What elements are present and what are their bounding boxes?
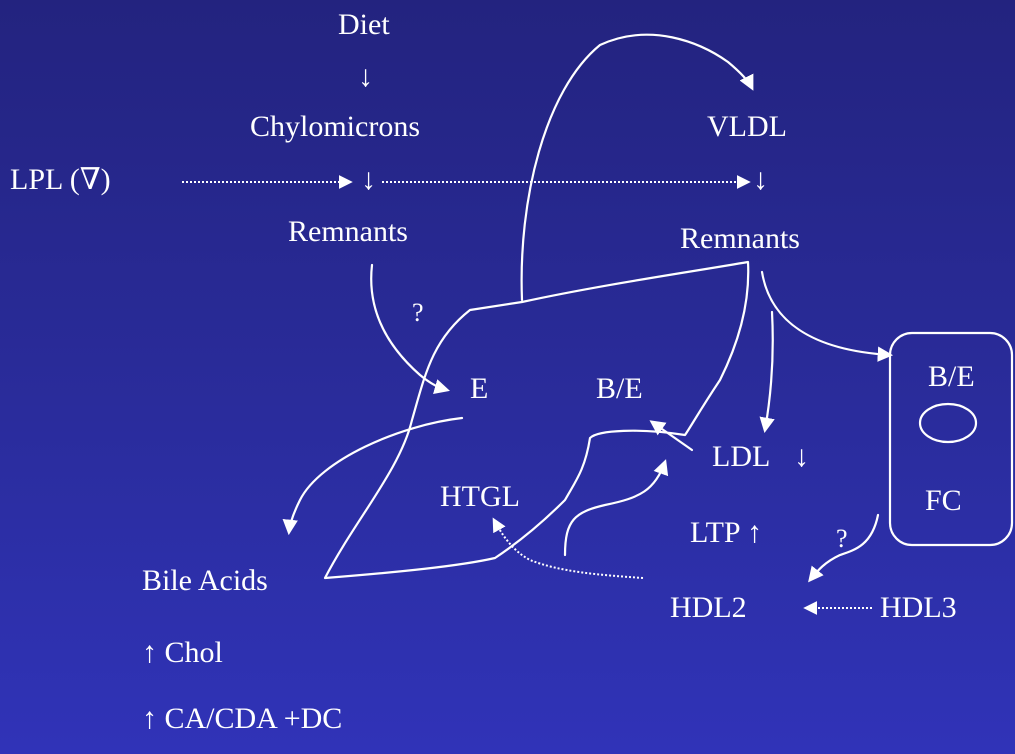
- cell-nucleus: [920, 404, 976, 442]
- arrow-remnants-to-ldl: [765, 312, 773, 430]
- ltp-label: LTP ↑: [690, 516, 762, 550]
- lpl-label: LPL (∇): [10, 163, 111, 197]
- remnants-left-label: Remnants: [288, 215, 408, 249]
- arrow-e-to-bile-acids: [289, 418, 462, 532]
- cell-fc-label: FC: [925, 484, 962, 518]
- vldl-label: VLDL: [707, 110, 787, 144]
- chol-label: ↑ Chol: [142, 636, 223, 670]
- arrow-remnants-to-e: [371, 265, 447, 390]
- arrow-diet: ↓: [358, 60, 373, 94]
- cell-be-label: B/E: [928, 360, 975, 394]
- hdl2-label: HDL2: [670, 591, 747, 625]
- question-mark-2: ?: [836, 522, 848, 556]
- remnants-right-label: Remnants: [680, 222, 800, 256]
- arrow-up-to-be: [565, 462, 665, 555]
- chylomicrons-label: Chylomicrons: [250, 110, 420, 144]
- receptor-e-label: E: [470, 372, 488, 406]
- arrow-remnants-to-cell: [762, 272, 890, 355]
- receptor-be-label: B/E: [596, 372, 643, 406]
- question-mark-1: ?: [412, 296, 424, 330]
- arrow-vldl: ↓: [753, 163, 768, 197]
- ldl-label: LDL: [712, 440, 770, 474]
- arrow-ldl-to-be: [652, 422, 692, 450]
- hdl3-label: HDL3: [880, 591, 957, 625]
- liver-outline: [325, 262, 748, 578]
- diet-label: Diet: [338, 8, 390, 42]
- arrow-chylomicrons: ↓: [361, 163, 376, 197]
- ca-cda-label: ↑ CA/CDA +DC: [142, 702, 342, 736]
- bile-acids-label: Bile Acids: [142, 564, 268, 598]
- ldl-down-arrow: ↓: [794, 440, 809, 474]
- htgl-label: HTGL: [440, 480, 520, 514]
- arrow-liver-to-vldl: [522, 35, 752, 300]
